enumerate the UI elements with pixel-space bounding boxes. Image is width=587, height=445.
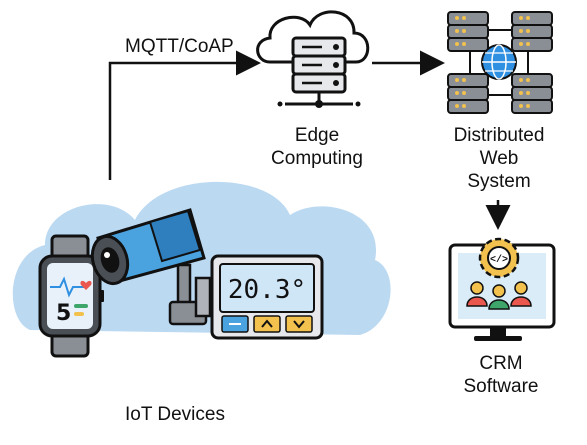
- svg-text:</>: </>: [490, 254, 508, 266]
- distributed-line1: Distributed: [453, 125, 545, 146]
- distributed-line3: System: [467, 171, 531, 192]
- gear-icon: </>: [478, 237, 520, 279]
- edge-computing-line1: Edge: [294, 125, 340, 146]
- distributed-line2: Web: [479, 148, 519, 169]
- edge-computing-label: Edge Computing: [262, 124, 372, 170]
- crm-software-label: CRM Software: [452, 352, 550, 398]
- protocol-label: MQTT/CoAP: [125, 36, 234, 57]
- distributed-servers-icon: [447, 11, 553, 114]
- thermostat-icon: 20.3°: [210, 254, 324, 340]
- crm-line2: Software: [463, 376, 539, 397]
- security-camera-icon: [90, 208, 212, 326]
- connector-iot-to-edge: [108, 50, 261, 180]
- thermostat-reading: 20.3°: [228, 275, 306, 305]
- watch-value: 5: [56, 301, 71, 326]
- smartwatch-icon: 5: [38, 234, 104, 358]
- edge-cloud-server-icon: [256, 10, 370, 108]
- iot-devices-label: IoT Devices: [125, 404, 225, 425]
- crm-line1: CRM: [479, 353, 523, 374]
- people-icon: [466, 281, 532, 310]
- crm-monitor-icon: </>: [448, 237, 556, 341]
- edge-computing-line2: Computing: [271, 148, 363, 169]
- distributed-system-label: Distributed Web System: [438, 124, 560, 193]
